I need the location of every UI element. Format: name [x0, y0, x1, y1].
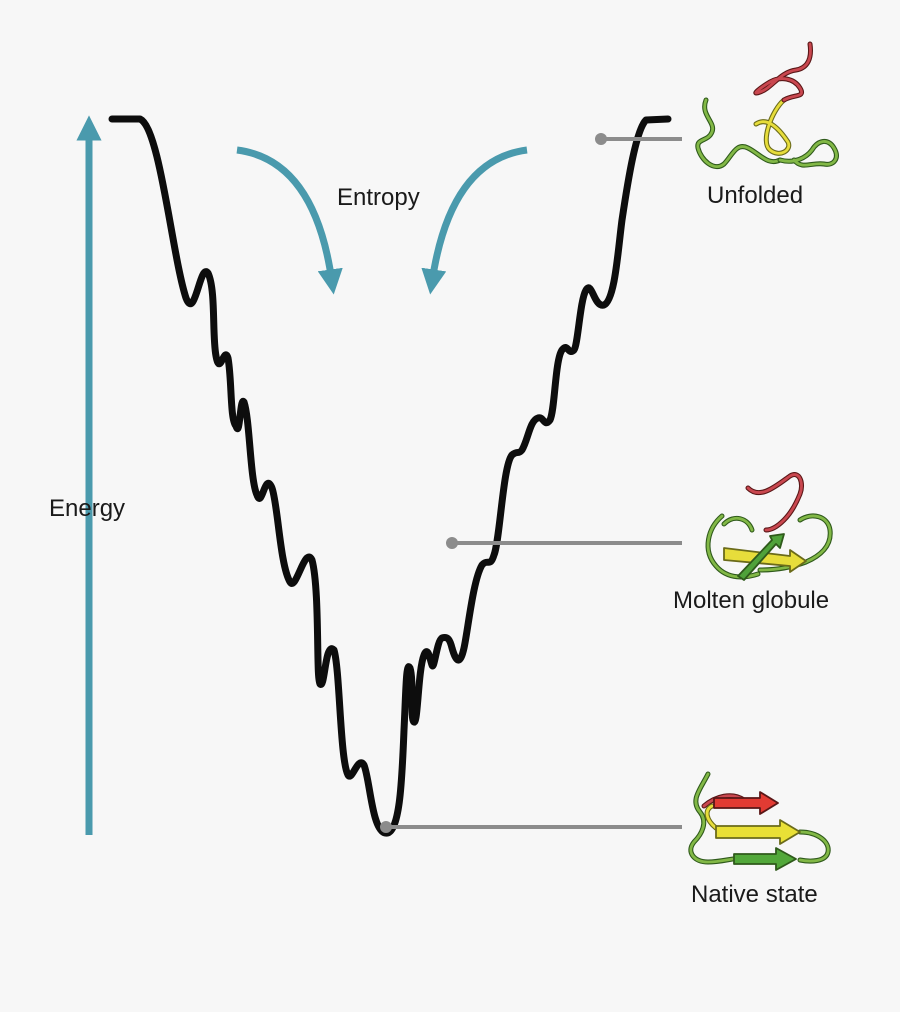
molten-globule-label: Molten globule [673, 587, 830, 614]
entropy-arrow-right [421, 146, 528, 295]
molten-globule-leader-line [446, 537, 682, 549]
unfolded-label: Unfolded [707, 182, 804, 209]
native-state-label: Native state [691, 881, 818, 908]
molten-globule-protein-ribbon-icon [705, 472, 833, 581]
energy-axis-label: Energy [49, 495, 126, 522]
unfolded-leader-line [595, 133, 682, 145]
entropy-arrow-left [236, 146, 343, 295]
entropy-label: Entropy [337, 184, 420, 211]
energy-landscape-curve [108, 115, 672, 837]
native-state-protein-ribbon-icon [688, 771, 831, 871]
unfolded-protein-ribbon-icon [695, 41, 839, 170]
native-state-leader-line [380, 821, 682, 833]
